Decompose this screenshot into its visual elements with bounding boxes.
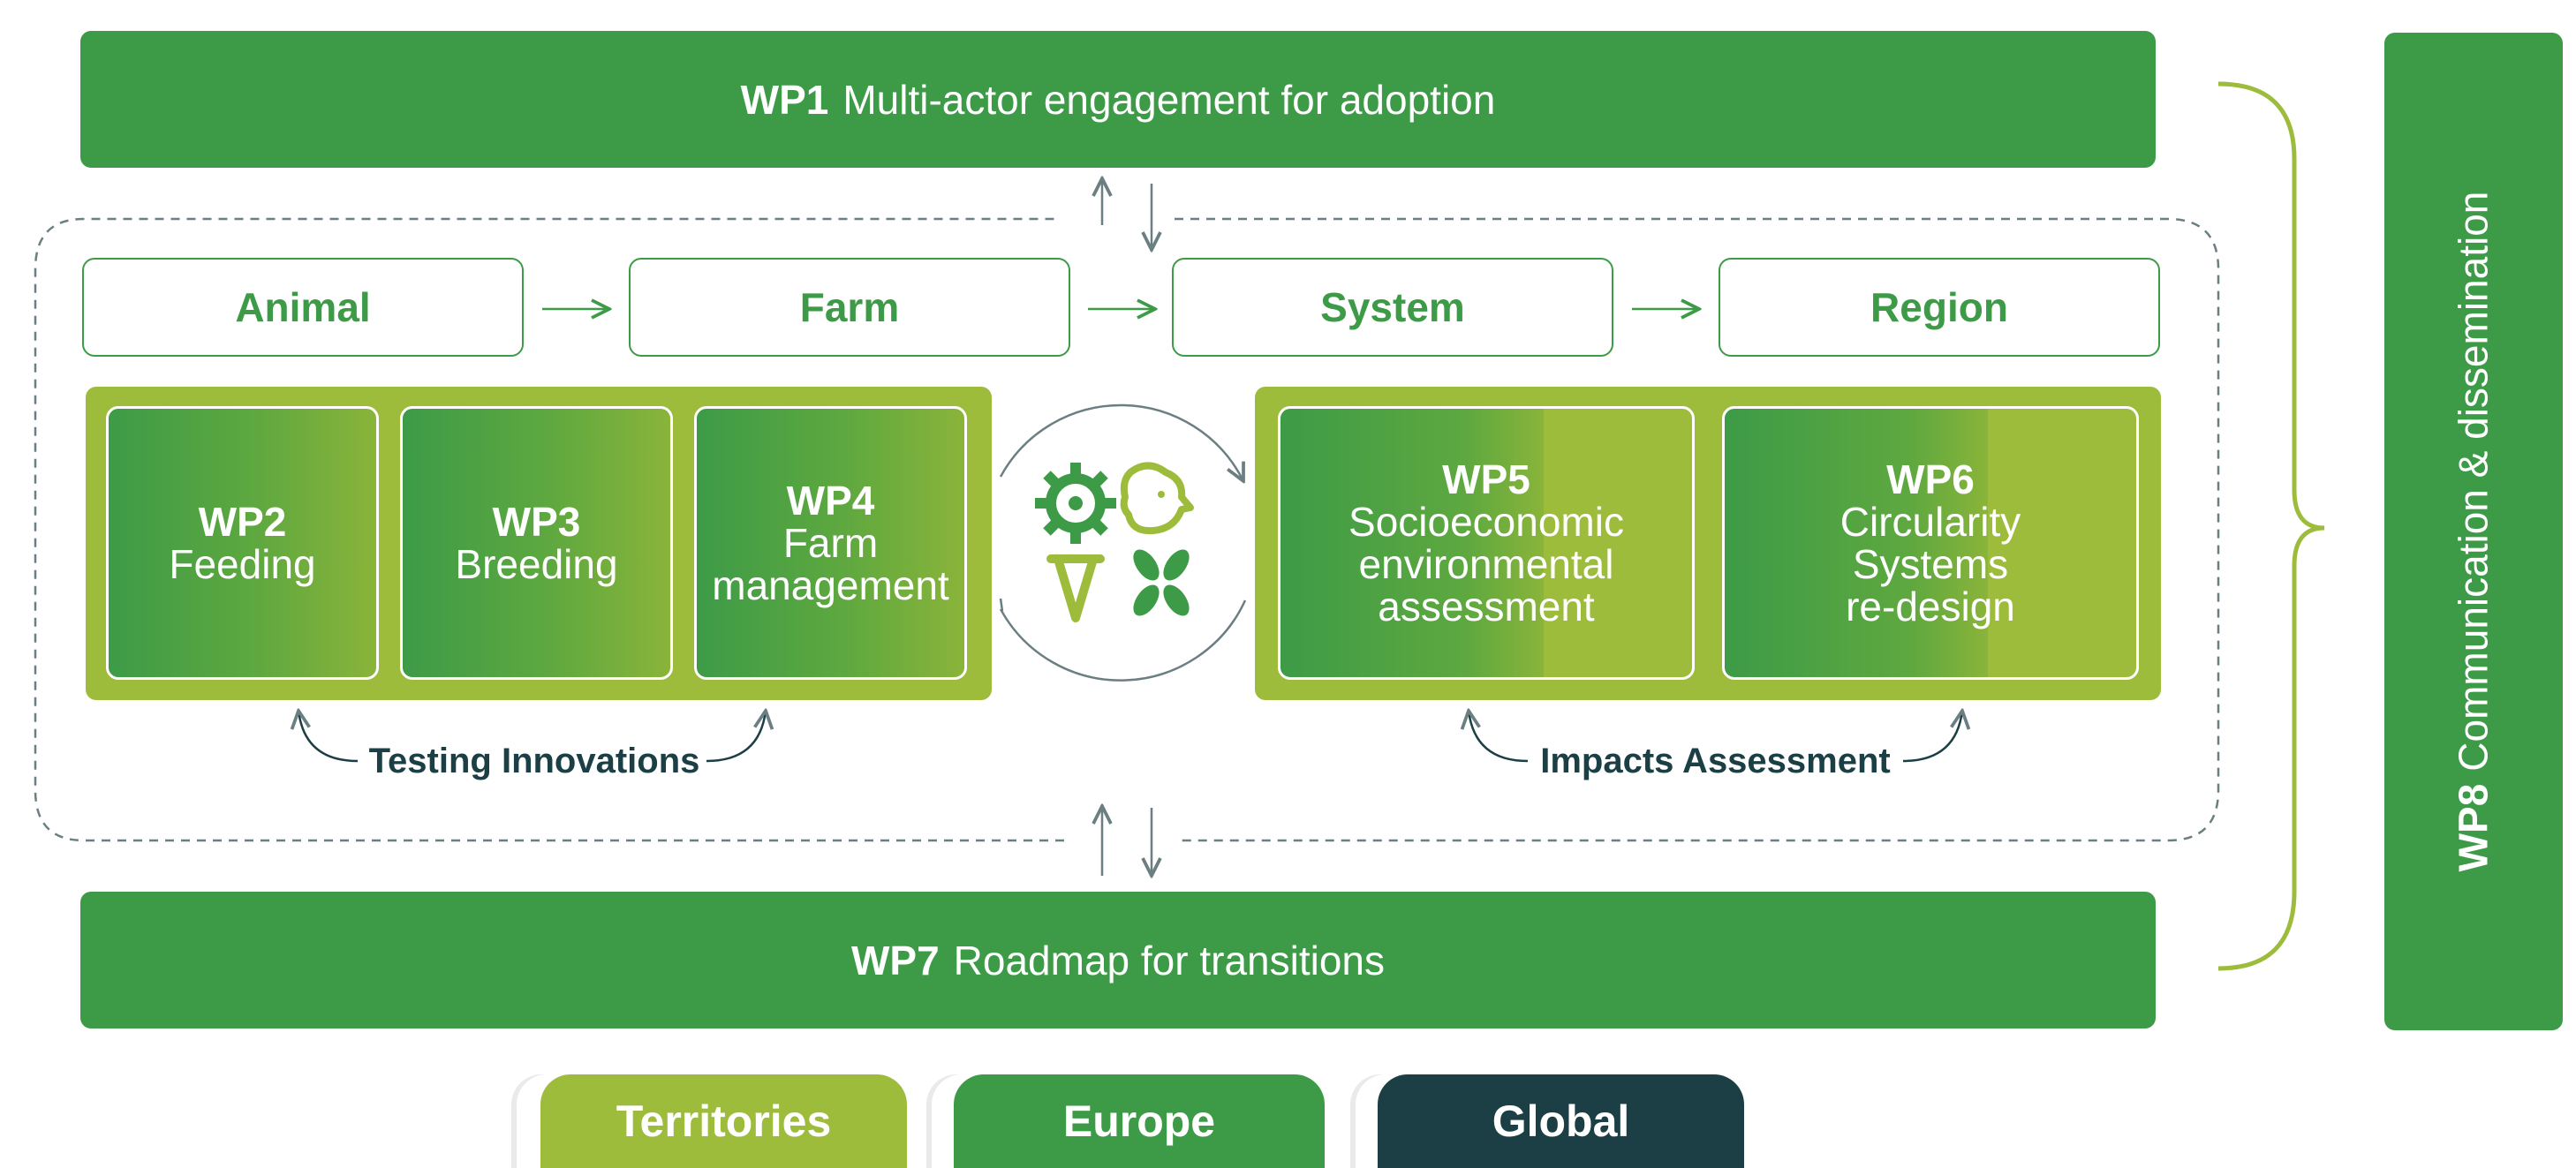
wp7-bar: WP7 Roadmap for transitions	[80, 892, 2156, 1029]
wp6-code: WP6	[1886, 456, 1975, 502]
wp5-line-3: assessment	[1378, 584, 1595, 629]
wp2-card: WP2 Feeding	[106, 406, 379, 680]
wp2-line-1: Feeding	[169, 541, 316, 587]
wp7-title: Roadmap for transitions	[953, 937, 1386, 983]
wp3-code: WP3	[492, 499, 581, 545]
wp7-code: WP7	[850, 937, 940, 983]
level-territories: Territories	[540, 1074, 907, 1168]
wp8-code: WP8	[2449, 783, 2496, 872]
wp5-code: WP5	[1442, 456, 1530, 502]
wp4-code: WP4	[786, 478, 875, 524]
wp8-label: WP8 Communication & dissemination	[2449, 192, 2497, 872]
level-global: Global	[1378, 1074, 1744, 1168]
scale-region: Region	[1719, 258, 2160, 357]
gear-sheep-plant-leaves-icon	[1035, 462, 1194, 622]
scale-farm: Farm	[629, 258, 1070, 357]
wp2-code: WP2	[198, 499, 287, 545]
wp8-title: Communication & dissemination	[2449, 191, 2496, 772]
wp3-card: WP3 Breeding	[400, 406, 673, 680]
wp5-line-1: Socioeconomic	[1348, 499, 1624, 545]
wp1-code: WP1	[740, 76, 829, 123]
wp4-line-1: Farm	[782, 520, 879, 566]
level-europe: Europe	[954, 1074, 1325, 1168]
wp3-line-1: Breeding	[455, 541, 618, 587]
wp4-card: WP4 Farm management	[694, 406, 967, 680]
wp8-bar	[2384, 33, 2563, 1030]
impacts-assessment-label: Impacts Assessment	[1540, 742, 1891, 780]
wp8-label-wrap: WP8 Communication & dissemination	[2031, 192, 2576, 872]
wp5-line-2: environmental	[1358, 541, 1614, 587]
wp8-brace	[2217, 81, 2325, 971]
wp1-bar: WP1 Multi-actor engagement for adoption	[80, 31, 2156, 168]
wp6-line-3: re-design	[1846, 584, 2015, 629]
scale-animal: Animal	[82, 258, 524, 357]
wp6-line-1: Circularity	[1839, 499, 2021, 545]
wp6-card: WP6 Circularity Systems re-design	[1722, 406, 2139, 680]
wp5-card: WP5 Socioeconomic environmental assessme…	[1278, 406, 1695, 680]
wp4-line-2: management	[712, 562, 949, 608]
wp6-line-2: Systems	[1852, 541, 2009, 587]
scale-system: System	[1172, 258, 1613, 357]
wp1-title: Multi-actor engagement for adoption	[842, 76, 1496, 123]
testing-innovations-label: Testing Innovations	[368, 742, 700, 780]
